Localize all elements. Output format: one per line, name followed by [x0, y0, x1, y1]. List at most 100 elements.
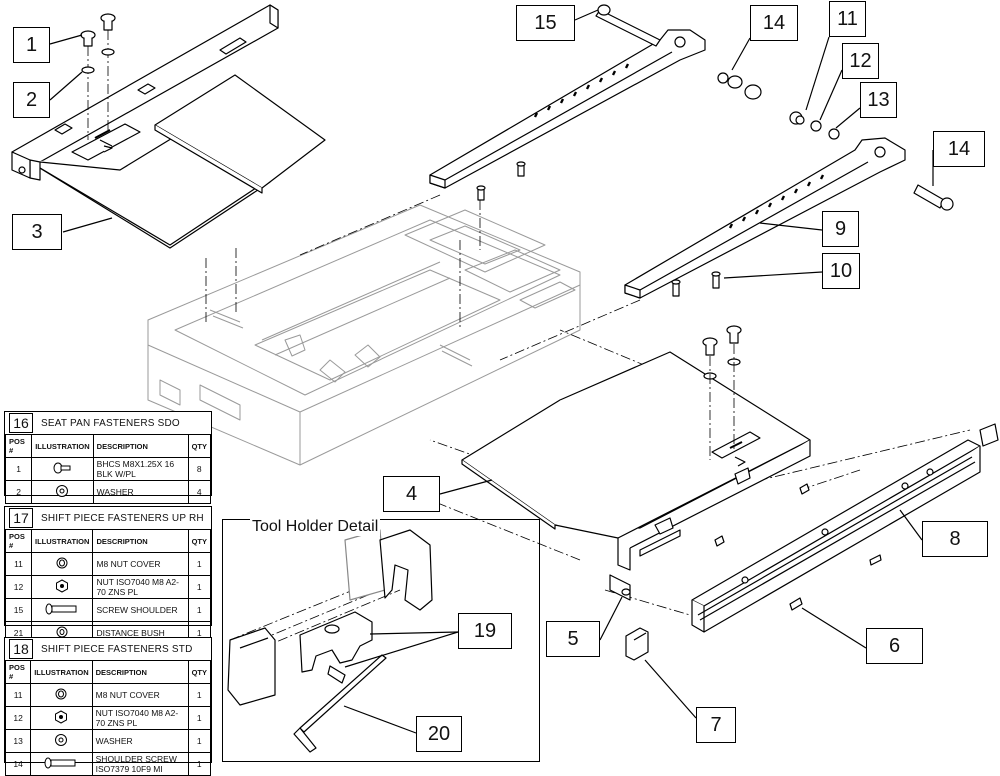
callout-7: 7	[696, 707, 736, 743]
table-title: SEAT PAN FASTENERS SDO	[41, 417, 180, 429]
cell-qty: 1	[187, 729, 212, 753]
callout-15: 15	[516, 5, 575, 41]
nut-icon	[30, 706, 93, 730]
cell-pos: 13	[4, 729, 32, 753]
col-description: DESCRIPTION	[92, 434, 189, 458]
callout-10: 10	[822, 253, 860, 289]
cell-qty: 8	[187, 457, 212, 481]
cell-description: WASHER	[92, 480, 189, 504]
table-title: SHIFT PIECE FASTENERS UP RH	[41, 512, 204, 524]
cell-description: BHCS M8X1.25X 16 BLK W/PL	[92, 457, 189, 481]
assembly-lines	[205, 194, 971, 656]
cell-description: M8 NUT COVER	[92, 552, 189, 576]
callout-8: 8	[922, 521, 988, 557]
table-shift-piece-fasteners-up-rh: 17 SHIFT PIECE FASTENERS UP RH POS # ILL…	[4, 506, 212, 645]
cell-description: M8 NUT COVER	[91, 683, 189, 707]
table-row: 15 SCREW SHOULDER 1	[5, 598, 212, 622]
col-qty: QTY	[187, 434, 212, 458]
nut-cover-icon	[30, 683, 93, 707]
rail-upper	[429, 29, 706, 201]
fasteners-11-12-13	[789, 111, 840, 140]
nut-icon	[30, 575, 94, 599]
table-title: SHIFT PIECE FASTENERS STD	[41, 643, 193, 655]
table-number: 16	[9, 413, 33, 433]
washer-icon	[31, 480, 94, 504]
callout-6: 6	[866, 628, 923, 664]
callout-3: 3	[12, 214, 62, 250]
cell-description: WASHER	[91, 729, 189, 753]
cell-pos: 12	[5, 575, 32, 599]
col-description: DESCRIPTION	[92, 529, 189, 553]
shoulder-screw-14	[913, 184, 954, 211]
table-row: 11 M8 NUT COVER 1	[4, 683, 212, 707]
cell-pos: 11	[5, 552, 32, 576]
callout-4: 4	[383, 476, 440, 512]
table-row: 11 M8 NUT COVER 1	[5, 552, 212, 576]
callout-14: 14	[933, 131, 985, 167]
rail-right	[624, 137, 906, 299]
cell-pos: 1	[4, 457, 33, 481]
nut-cover-14-upper	[717, 72, 762, 100]
table-row: 2 WASHER 4	[4, 480, 212, 504]
table-seat-pan-fasteners: 16 SEAT PAN FASTENERS SDO POS # ILLUSTRA…	[4, 411, 212, 504]
table-number: 17	[9, 508, 33, 528]
table-header: 18 SHIFT PIECE FASTENERS STD	[5, 638, 211, 660]
shoulder-screw-15	[595, 4, 661, 47]
col-pos: POS #	[5, 529, 32, 553]
cell-pos: 15	[5, 598, 32, 622]
callout-9: 9	[822, 211, 859, 247]
col-qty: QTY	[187, 660, 212, 684]
screw-icon	[30, 752, 93, 776]
col-illustration: ILLUSTRATION	[30, 529, 94, 553]
cell-qty: 1	[187, 598, 212, 622]
tool-holder-detail-art	[227, 529, 433, 753]
tool-holder-detail-title: Tool Holder Detail	[250, 518, 381, 536]
screws-5-6	[621, 483, 882, 611]
table-row: 12 NUT ISO7040 M8 A2-70 ZNS PL 1	[4, 706, 212, 730]
side-extrusion-8	[691, 423, 999, 633]
leader-lines	[49, 9, 934, 734]
cell-qty: 1	[187, 575, 212, 599]
cell-description: SHOULDER SCREW ISO7379 10F9 MI	[91, 752, 189, 776]
col-illustration: ILLUSTRATION	[30, 660, 93, 684]
table-row: 12 NUT ISO7040 M8 A2-70 ZNS PL 1	[5, 575, 212, 599]
phantom-seat-frame	[147, 204, 581, 466]
table-header: 16 SEAT PAN FASTENERS SDO	[5, 412, 211, 434]
cell-qty: 4	[187, 480, 212, 504]
callout-1: 1	[13, 27, 50, 63]
seat-pan-upper	[11, 4, 326, 249]
washer-icon	[30, 729, 93, 753]
col-pos: POS #	[4, 434, 33, 458]
tool-holder-detail-box	[222, 519, 540, 762]
col-pos: POS #	[4, 660, 32, 684]
table-header: 17 SHIFT PIECE FASTENERS UP RH	[5, 507, 211, 529]
callout-14-upper: 14	[750, 5, 798, 41]
callout-5: 5	[546, 621, 600, 657]
table-row: 13 WASHER 1	[4, 729, 212, 753]
cell-description: NUT ISO7040 M8 A2-70 ZNS PL	[92, 575, 189, 599]
col-qty: QTY	[187, 529, 212, 553]
table-number: 18	[9, 639, 33, 659]
table-row: 1 BHCS M8X1.25X 16 BLK W/PL 8	[4, 457, 212, 481]
bolts-lower-pan	[702, 325, 742, 460]
table-shift-piece-fasteners-std: 18 SHIFT PIECE FASTENERS STD POS # ILLUS…	[4, 637, 212, 776]
cell-qty: 1	[187, 752, 212, 776]
cell-pos: 11	[4, 683, 32, 707]
screw-icon	[30, 598, 94, 622]
callout-11: 11	[829, 1, 866, 37]
end-cap-7	[625, 627, 649, 661]
bolts-1-2	[80, 13, 116, 140]
callout-19: 19	[458, 613, 512, 649]
bolt-icon	[31, 457, 94, 481]
cell-pos: 12	[4, 706, 32, 730]
cell-qty: 1	[187, 683, 212, 707]
table-row: 14 SHOULDER SCREW ISO7379 10F9 MI 1	[4, 752, 212, 776]
cell-pos: 14	[4, 752, 32, 776]
callout-2: 2	[13, 82, 50, 118]
col-illustration: ILLUSTRATION	[31, 434, 94, 458]
nut-cover-icon	[30, 552, 94, 576]
callout-13: 13	[860, 82, 897, 118]
cell-qty: 1	[187, 552, 212, 576]
cell-description: NUT ISO7040 M8 A2-70 ZNS PL	[91, 706, 189, 730]
